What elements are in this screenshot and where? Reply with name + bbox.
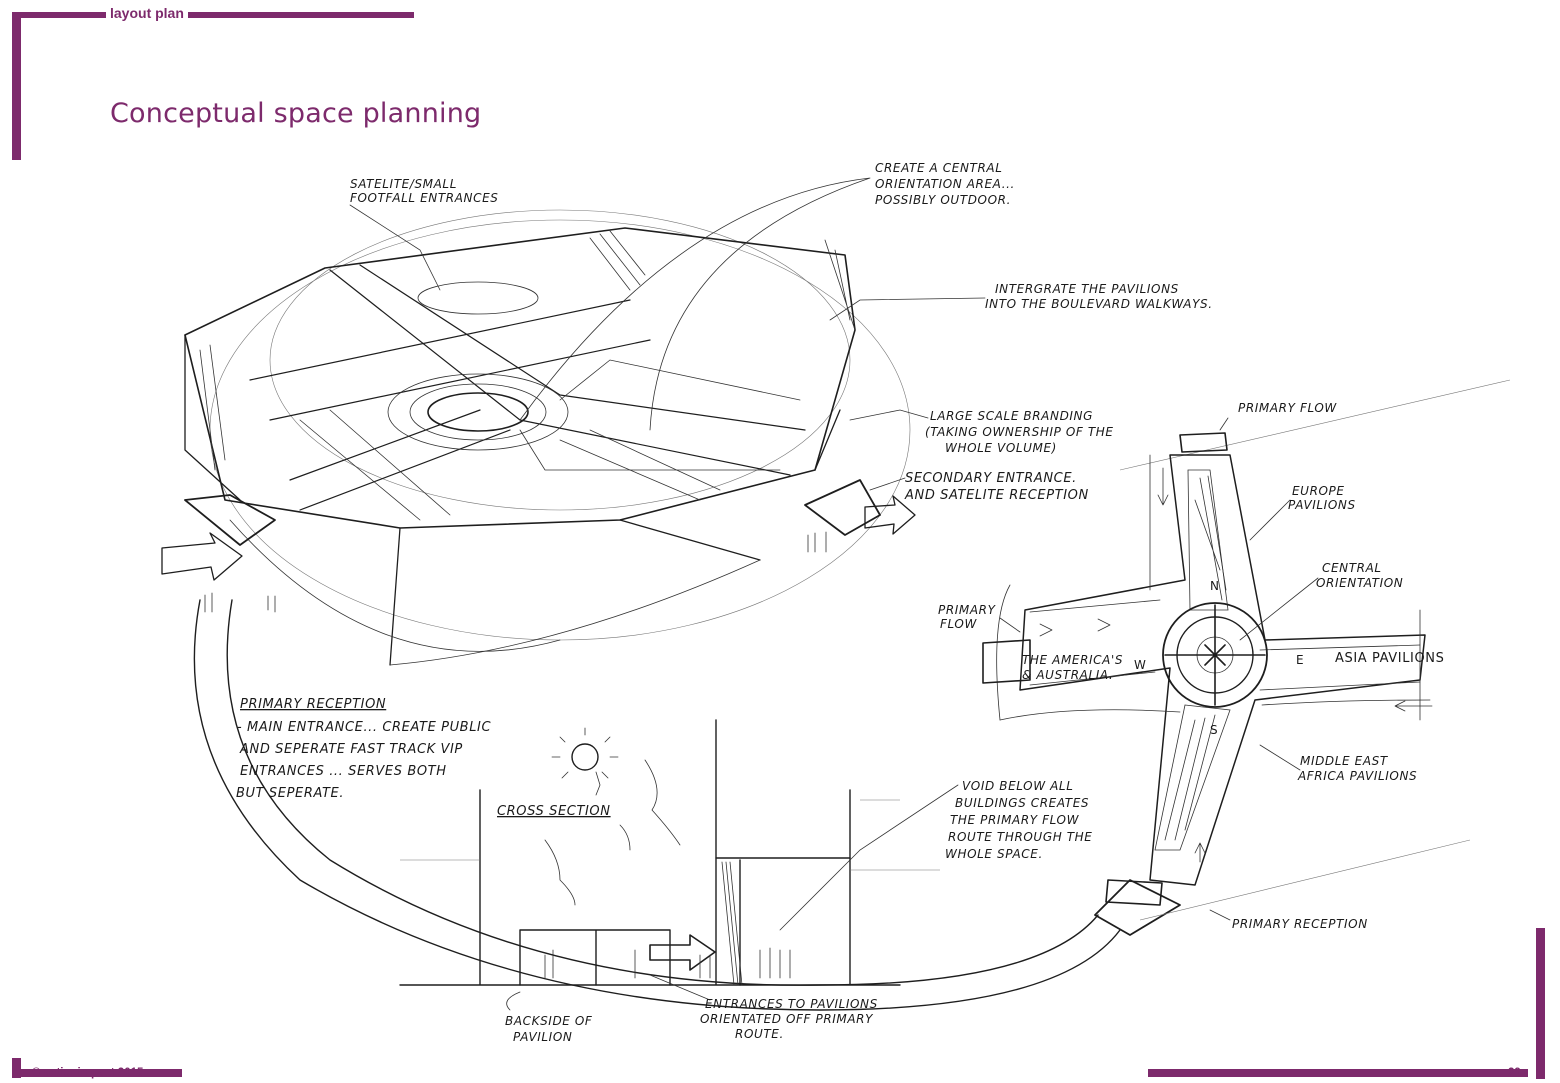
frame-bottom-right-rule [1148, 1069, 1528, 1077]
note-central-3: POSSIBLY OUTDOOR. [875, 193, 1011, 207]
note-backside-1: BACKSIDE OF [505, 1014, 593, 1028]
note-central-2: ORIENTATION AREA... [875, 177, 1015, 191]
plan-middle-east-1: MIDDLE EAST [1300, 754, 1389, 768]
plan-primary-reception: PRIMARY RECEPTION [1232, 917, 1368, 931]
note-branding-2: (TAKING OWNERSHIP OF THE [925, 425, 1114, 439]
note-entrances-2: ORIENTATED OFF PRIMARY [700, 1012, 874, 1026]
note-central-1: CREATE A CENTRAL [875, 161, 1003, 175]
plan-europe-2: PAVILIONS [1288, 498, 1356, 512]
section-label: layout plan [106, 4, 188, 22]
sketch-annotations: SATELITE/SMALL FOOTFALL ENTRANCES CREATE… [236, 161, 1445, 1044]
cross-section-sketch [399, 719, 959, 1011]
plan-primary-flow-top: PRIMARY FLOW [1238, 401, 1337, 415]
frame-top-left-vertical [12, 12, 21, 160]
note-void-1: VOID BELOW ALL [962, 779, 1073, 793]
plan-americas-2: & AUSTRALIA. [1022, 668, 1113, 682]
note-primary-reception-title: PRIMARY RECEPTION [240, 697, 386, 712]
frame-bottom-left-vertical [12, 1058, 21, 1078]
note-satellite-2: FOOTFALL ENTRANCES [350, 191, 499, 205]
note-secondary-2: AND SATELITE RECEPTION [904, 488, 1089, 503]
note-backside-2: PAVILION [513, 1030, 572, 1044]
note-secondary-1: SECONDARY ENTRANCE. [905, 471, 1077, 486]
plan-central-1: CENTRAL [1322, 561, 1382, 575]
note-void-3: THE PRIMARY FLOW [950, 813, 1080, 827]
note-integrate-2: INTO THE BOULEVARD WALKWAYS. [985, 297, 1213, 311]
page-title: Conceptual space planning [110, 98, 482, 129]
note-void-2: BUILDINGS CREATES [955, 796, 1089, 810]
compass-n: N [1210, 579, 1220, 593]
plan-primary-flow-left-1: PRIMARY [938, 603, 997, 617]
note-branding-3: WHOLE VOLUME) [945, 441, 1057, 455]
note-primary-reception-1: - MAIN ENTRANCE... CREATE PUBLIC [237, 720, 491, 735]
plan-europe-1: EUROPE [1292, 484, 1345, 498]
note-void-5: WHOLE SPACE. [945, 847, 1043, 861]
note-primary-reception-3: ENTRANCES ... SERVES BOTH [240, 764, 447, 779]
note-satellite-1: SATELITE/SMALL [350, 177, 457, 191]
frame-bottom-left-rule [12, 1069, 182, 1077]
compass-s: S [1210, 723, 1218, 737]
note-branding-1: LARGE SCALE BRANDING [930, 409, 1093, 423]
isometric-sketch [161, 177, 1181, 1011]
note-entrances-3: ROUTE. [735, 1027, 784, 1041]
plan-asia: ASIA PAVILIONS [1335, 651, 1445, 666]
plan-central-2: ORIENTATION [1316, 576, 1403, 590]
note-primary-reception-2: AND SEPERATE FAST TRACK VIP [239, 742, 463, 757]
plan-sketch [982, 379, 1511, 921]
plan-americas-1: THE AMERICA'S [1022, 653, 1123, 667]
note-primary-reception-4: BUT SEPERATE. [236, 786, 344, 801]
frame-bottom-right-vertical [1536, 928, 1545, 1079]
note-cross-section: CROSS SECTION [497, 804, 611, 819]
footer-copyright: © actionimpact 2015 [32, 1067, 144, 1079]
plan-primary-flow-left-2: FLOW [940, 617, 977, 631]
page-number: 29 [1508, 1067, 1521, 1079]
plan-middle-east-2: AFRICA PAVILIONS [1297, 769, 1417, 783]
note-integrate-1: INTERGRATE THE PAVILIONS [995, 282, 1179, 296]
frame-top-rule [12, 12, 414, 18]
compass-w: W [1134, 658, 1146, 672]
compass-e: E [1296, 653, 1304, 667]
note-entrances-1: ENTRANCES TO PAVILIONS [705, 997, 878, 1011]
note-void-4: ROUTE THROUGH THE [948, 830, 1093, 844]
